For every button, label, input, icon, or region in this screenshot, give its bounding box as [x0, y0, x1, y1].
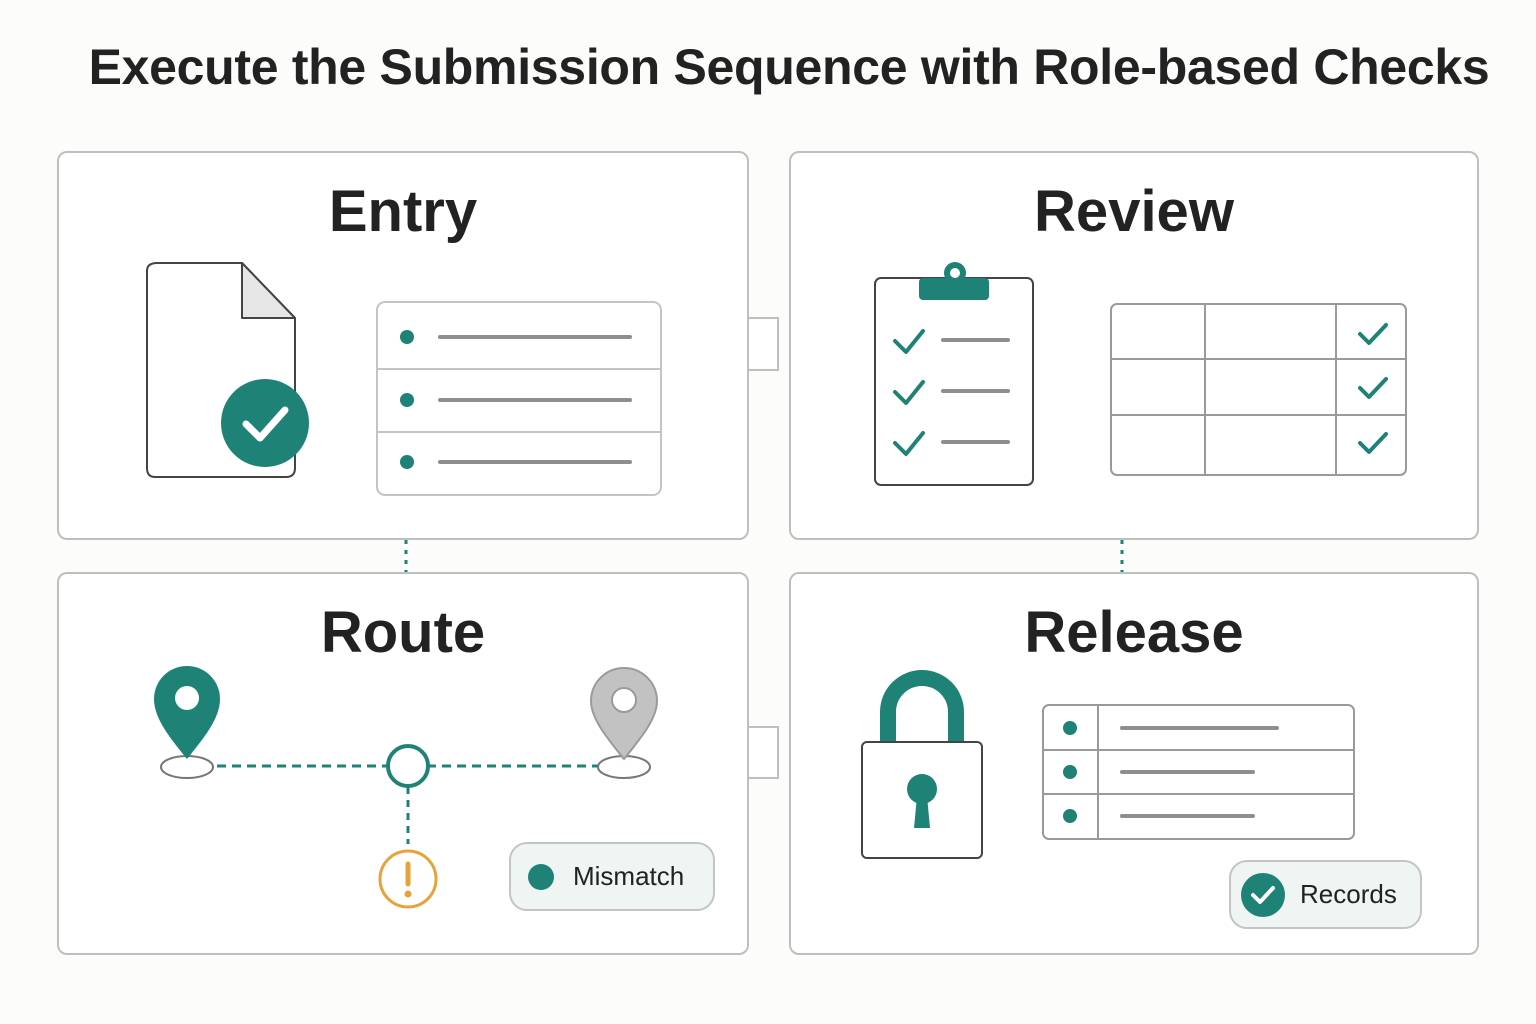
list-bullet: [1063, 765, 1077, 779]
end-location-pin-icon: [589, 667, 659, 779]
list-bullet: [400, 393, 414, 407]
release-panel-title: Release: [1024, 600, 1244, 665]
review-panel-title: Review: [1034, 179, 1234, 244]
mismatch-badge-label: Mismatch: [573, 861, 685, 891]
list-bullet: [1063, 721, 1077, 735]
route-panel-title: Route: [320, 600, 486, 665]
release-panel: Release Records: [789, 572, 1479, 955]
entry-list-card: [376, 301, 662, 496]
route-panel: Route Mismatch: [57, 572, 749, 955]
warning-icon: [378, 849, 438, 909]
entry-panel: Entry: [57, 151, 749, 540]
list-bullet: [400, 455, 414, 469]
review-illustration: [874, 262, 1407, 486]
check-circle-icon: [221, 379, 309, 467]
clipboard-icon: [874, 262, 1034, 486]
release-illustration: [861, 670, 1355, 859]
review-panel: Review: [789, 151, 1479, 540]
check-circle-icon: [1241, 872, 1285, 917]
list-bullet: [1063, 809, 1077, 823]
mismatch-badge: Mismatch: [509, 842, 715, 911]
checkpoint-node-icon: [386, 744, 430, 788]
records-badge: Records: [1229, 860, 1422, 929]
entry-panel-title: Entry: [328, 179, 478, 244]
route-illustration: [154, 666, 659, 909]
entry-review-connector: [748, 317, 779, 371]
status-dot-icon: [528, 863, 554, 890]
checklist-table: [1110, 303, 1407, 476]
records-list-card: [1042, 704, 1355, 840]
padlock-icon: [861, 670, 983, 859]
entry-illustration: [146, 262, 662, 496]
start-location-pin-icon: [154, 666, 220, 779]
route-release-connector: [748, 726, 779, 779]
list-bullet: [400, 330, 414, 344]
page-title: Execute the Submission Sequence with Rol…: [88, 39, 1490, 95]
records-badge-label: Records: [1300, 879, 1397, 909]
